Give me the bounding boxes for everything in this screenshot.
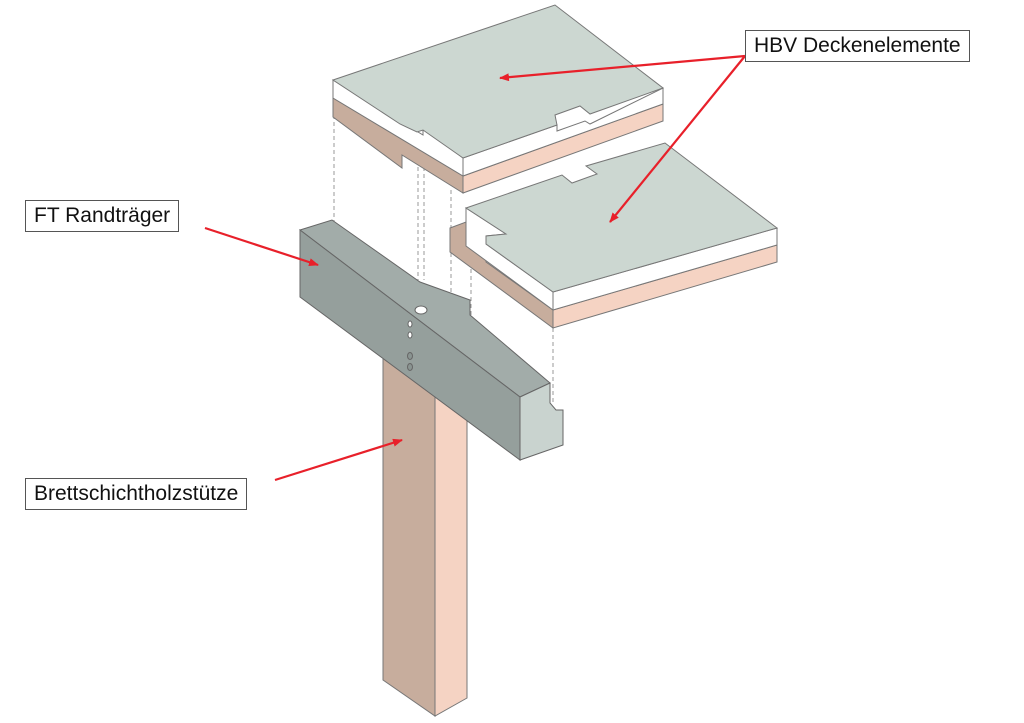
label-hbv-deckenelemente: HBV Deckenelemente <box>745 30 970 62</box>
arrow-hbv-lower <box>609 55 746 223</box>
hbv-slab-lower <box>449 142 779 329</box>
hbv-slab-upper <box>331 4 665 194</box>
callout-arrows <box>204 54 746 482</box>
edge-beam <box>298 219 564 461</box>
label-brettschichtholzstuetze: Brettschichtholzstütze <box>25 478 248 510</box>
label-ft-randtraeger: FT Randträger <box>25 200 180 232</box>
arrow-hbv-upper <box>499 54 746 82</box>
arrow-ft <box>204 226 319 267</box>
arrow-column <box>274 438 403 482</box>
